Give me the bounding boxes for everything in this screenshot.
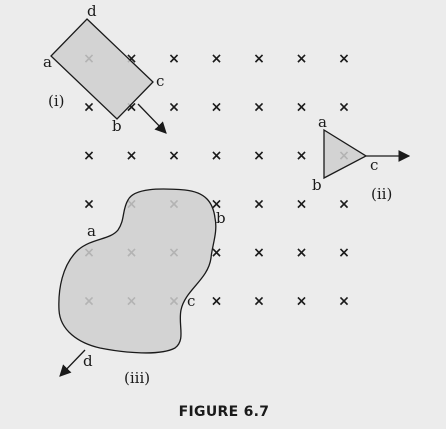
field-cross-mark: × bbox=[296, 51, 308, 67]
field-cross-mark: × bbox=[253, 294, 265, 310]
field-cross-mark: × bbox=[296, 100, 308, 116]
figure-caption: FIGURE 6.7 bbox=[179, 404, 270, 420]
rectangle-motion-arrow bbox=[137, 103, 167, 134]
triangle-vertex-b: b bbox=[312, 176, 322, 194]
rectangle-vertex-b: b bbox=[112, 117, 122, 135]
field-cross-mark: × bbox=[253, 197, 265, 213]
rectangle-loop: d a c b (i) bbox=[43, 2, 167, 135]
rectangle-loop-label: (i) bbox=[48, 92, 65, 110]
field-cross-mark: × bbox=[253, 148, 265, 164]
irregular-vertex-c: c bbox=[187, 292, 195, 310]
field-cross-mark: × bbox=[253, 100, 265, 116]
field-cross-mark: × bbox=[126, 148, 138, 164]
triangle-loop-label: (ii) bbox=[371, 185, 392, 203]
irregular-vertex-a: a bbox=[87, 222, 96, 240]
irregular-loop-label: (iii) bbox=[124, 369, 150, 387]
field-cross-mark: × bbox=[168, 148, 180, 164]
triangle-loop-shape bbox=[323, 128, 368, 180]
field-cross-mark: × bbox=[338, 197, 350, 213]
field-cross-mark: × bbox=[126, 51, 138, 67]
irregular-loop: a b c d (iii) bbox=[58, 188, 226, 387]
field-cross-mark: × bbox=[83, 148, 95, 164]
field-cross-mark: × bbox=[211, 148, 223, 164]
rectangle-vertex-a: a bbox=[43, 53, 52, 71]
field-cross-mark: × bbox=[211, 100, 223, 116]
field-cross-mark: × bbox=[83, 100, 95, 116]
irregular-vertex-d: d bbox=[83, 352, 93, 370]
field-cross-mark: × bbox=[296, 294, 308, 310]
field-cross-mark: × bbox=[253, 51, 265, 67]
field-cross-mark: × bbox=[338, 51, 350, 67]
field-cross-mark: × bbox=[338, 245, 350, 261]
field-cross-mark: × bbox=[211, 245, 223, 261]
rectangle-vertex-d: d bbox=[87, 2, 97, 20]
field-cross-mark: × bbox=[338, 294, 350, 310]
field-cross-mark: × bbox=[168, 100, 180, 116]
irregular-motion-arrow bbox=[59, 349, 86, 377]
field-cross-mark: × bbox=[253, 245, 265, 261]
field-cross-mark: × bbox=[296, 148, 308, 164]
field-cross-mark: × bbox=[126, 100, 138, 116]
field-cross-mark: × bbox=[211, 294, 223, 310]
triangle-vertex-c: c bbox=[370, 156, 378, 174]
field-cross-mark: × bbox=[296, 245, 308, 261]
triangle-vertex-a: a bbox=[318, 113, 327, 131]
irregular-vertex-b: b bbox=[216, 209, 226, 227]
field-cross-mark: × bbox=[211, 197, 223, 213]
field-cross-mark: × bbox=[296, 197, 308, 213]
field-cross-mark: × bbox=[168, 51, 180, 67]
field-cross-mark: × bbox=[338, 100, 350, 116]
field-cross-mark: × bbox=[211, 51, 223, 67]
field-cross-mark: × bbox=[83, 197, 95, 213]
irregular-loop-shape bbox=[58, 188, 217, 354]
triangle-loop: a b c (ii) bbox=[312, 113, 411, 203]
rectangle-loop-shape bbox=[50, 18, 154, 120]
rectangle-vertex-c: c bbox=[156, 72, 164, 90]
